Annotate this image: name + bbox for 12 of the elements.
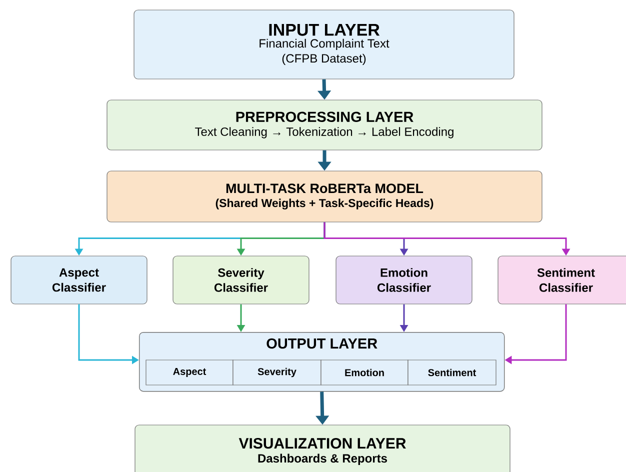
classifier-box: Sentiment Classifier — [498, 256, 626, 304]
layer-box: VISUALIZATION LAYER Dashboards & Reports — [134, 424, 510, 472]
layer-box: MULTI-TASK RoBERTa MODEL (Shared Weights + Task-Specific Heads) — [106, 170, 542, 222]
table-cell: Aspect — [146, 360, 234, 386]
table-cell: Emotion — [320, 360, 408, 386]
classifier-box: Aspect Classifier — [10, 256, 148, 304]
classifier-box: Severity Classifier — [172, 256, 310, 304]
table-cell: Sentiment — [408, 360, 496, 386]
table-cell: Severity — [232, 360, 322, 386]
layer-box: PREPROCESSING LAYER Text Cleaning → Tokenization → Label Encoding — [106, 100, 542, 150]
layer-box: INPUT LAYER Financial Complaint Text (CFPB Dataset) — [134, 10, 514, 80]
classifier-box: Emotion Classifier — [336, 256, 472, 304]
